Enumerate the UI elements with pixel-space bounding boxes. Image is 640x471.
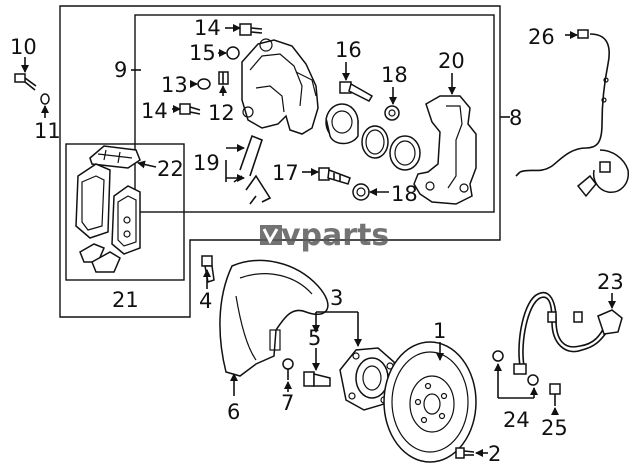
callout-5: 5 <box>308 326 321 350</box>
bolt-part-4 <box>201 255 215 283</box>
callout-11: 11 <box>34 119 61 143</box>
guide-pin-part-17 <box>318 167 351 185</box>
caliper-housing <box>241 38 319 135</box>
hub-assembly-part-3 <box>339 347 397 411</box>
callout-4: 4 <box>199 289 212 313</box>
callout-labels: 10 11 9 14 15 13 12 14 16 18 20 8 26 19 … <box>10 16 624 466</box>
washer-part-11 <box>40 93 50 105</box>
caliper-bracket-part-20 <box>413 95 477 205</box>
watermark-text: vparts <box>281 218 389 253</box>
callout-19: 19 <box>193 151 220 175</box>
callout-9: 9 <box>114 58 127 82</box>
pad-kit-frame <box>65 143 185 281</box>
anti-rattle-clips-part-19 <box>233 134 272 205</box>
callout-20: 20 <box>438 49 465 73</box>
callout-17: 17 <box>272 161 299 185</box>
callout-6: 6 <box>227 400 240 424</box>
brake-rotor-part-1 <box>383 341 477 463</box>
guide-pin-part-16 <box>339 81 374 102</box>
boot-part-18-upper <box>384 105 400 121</box>
piston-seal <box>361 125 389 159</box>
caliper-assembly-frame <box>59 5 501 318</box>
callout-24: 24 <box>503 408 530 432</box>
dust-shield-part-6 <box>219 259 329 377</box>
callout-14-lower: 14 <box>141 99 168 123</box>
callout-12: 12 <box>208 101 235 125</box>
callout-13: 13 <box>161 73 188 97</box>
bolt-part-14-lower <box>179 103 201 115</box>
shim-part-22 <box>89 145 141 169</box>
plug-part-15 <box>226 46 240 60</box>
callout-1: 1 <box>433 319 446 343</box>
bleeder-part-12 <box>218 71 229 85</box>
callout-7: 7 <box>281 391 294 415</box>
callout-16: 16 <box>335 38 362 62</box>
screw-part-2 <box>455 447 475 459</box>
callout-10: 10 <box>10 35 37 59</box>
caliper-inner-frame <box>134 14 495 213</box>
dust-boot <box>389 135 421 171</box>
hub-bolt-part-5 <box>303 371 331 387</box>
brake-pad-inner <box>75 163 111 239</box>
callout-2: 2 <box>488 442 501 466</box>
wheel-speed-sensor-part-26 <box>515 29 629 198</box>
callout-25: 25 <box>541 416 568 440</box>
screw-part-7 <box>282 358 294 380</box>
callout-14-upper: 14 <box>194 16 221 40</box>
pad-clips <box>79 243 121 273</box>
callout-3: 3 <box>330 286 343 310</box>
boot-part-18-lower <box>352 183 370 201</box>
callout-18-lower: 18 <box>391 182 418 206</box>
cap-part-13 <box>197 78 211 90</box>
callout-23: 23 <box>597 270 624 294</box>
callout-8: 8 <box>509 106 522 130</box>
brake-pad-outer <box>111 185 141 255</box>
bolt-part-14-upper <box>239 23 263 36</box>
callout-15: 15 <box>189 41 216 65</box>
callout-18-upper: 18 <box>381 63 408 87</box>
callout-26: 26 <box>528 25 555 49</box>
callout-22: 22 <box>157 157 184 181</box>
washer-part-24-a <box>492 350 504 362</box>
washer-part-24-b <box>527 374 539 386</box>
piston <box>325 103 359 145</box>
watermark: vparts <box>260 218 389 253</box>
callout-21: 21 <box>112 288 139 312</box>
brake-hose-part-23 <box>513 291 623 375</box>
leader-lines <box>21 24 616 457</box>
bolt-part-10 <box>14 73 37 91</box>
bolt-part-25 <box>549 383 561 406</box>
